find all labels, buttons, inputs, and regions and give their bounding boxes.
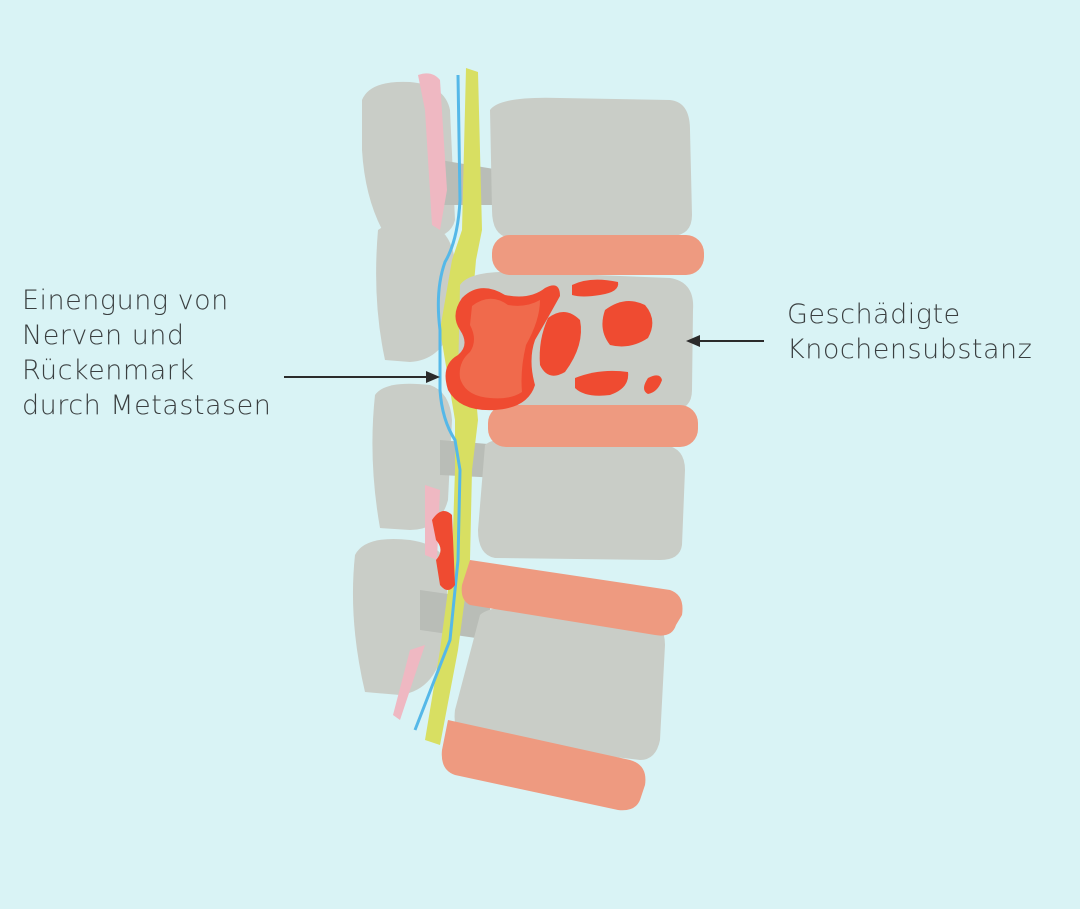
annotation-line: Geschädigte <box>787 299 961 330</box>
arrow-left-annotation <box>284 371 440 383</box>
metastases <box>432 279 662 590</box>
intervertebral-discs <box>441 235 704 811</box>
annotation-line: Rückenmark <box>22 355 195 386</box>
annotation-line: Nerven und <box>22 320 185 351</box>
arrow-right-annotation <box>686 335 764 347</box>
annotation-line: durch Metastasen <box>22 390 272 421</box>
annotation-nerve-compression: Einengung von Nerven und Rückenmark durc… <box>22 283 271 423</box>
annotation-line: Einengung von <box>22 285 229 316</box>
annotation-line: Knochensubstanz <box>787 334 1033 365</box>
nerve-line <box>413 74 462 731</box>
annotation-damaged-bone: Geschädigte Knochensubstanz <box>787 297 1032 367</box>
